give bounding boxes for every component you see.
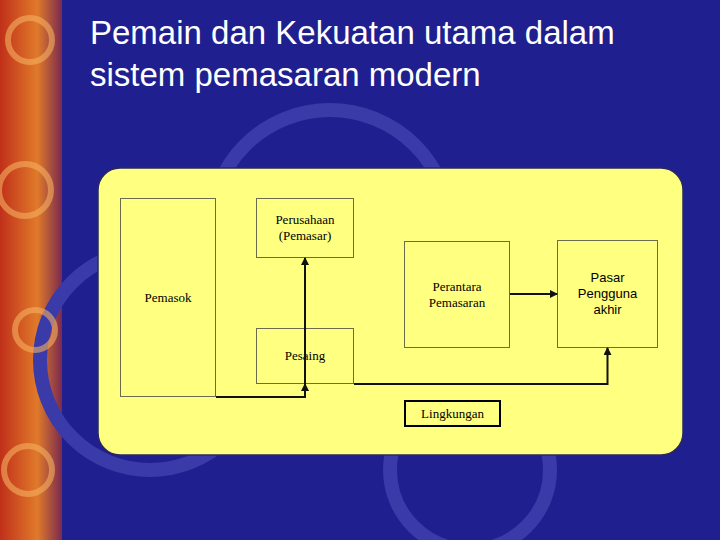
process-box: Pemasok: [120, 198, 216, 397]
box-label: Lingkungan: [421, 406, 484, 422]
diagram-panel: [98, 168, 683, 455]
box-label: Pemasok: [145, 290, 192, 306]
process-box: Pasar Pengguna akhir: [557, 240, 658, 348]
box-label: Pasar Pengguna akhir: [574, 270, 642, 318]
flow-arrow: [216, 258, 305, 397]
process-box: Perantara Pemasaran: [404, 241, 510, 348]
flow-arrow: [354, 348, 608, 384]
process-box: Lingkungan: [404, 400, 501, 427]
box-label: Perantara Pemasaran: [417, 279, 497, 311]
flow-arrow: [510, 293, 557, 295]
strip-gears: [0, 18, 55, 494]
slide-title: Pemain dan Kekuatan utama dalam sistem p…: [90, 12, 710, 96]
flow-arrow: [216, 384, 305, 397]
box-label: Perusahaan (Pemasar): [265, 212, 345, 244]
process-box: Perusahaan (Pemasar): [256, 198, 354, 258]
side-strip: [0, 0, 62, 540]
